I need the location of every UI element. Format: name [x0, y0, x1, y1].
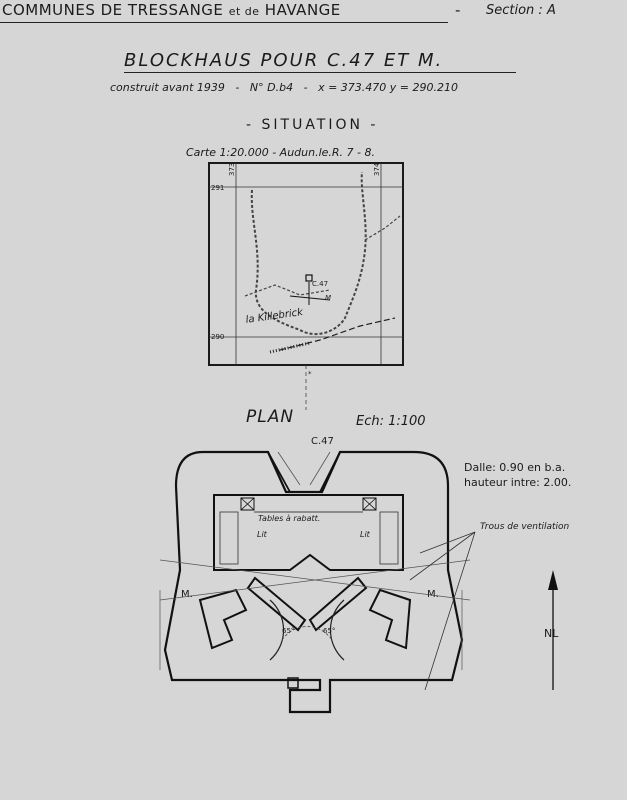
plan-c47-label: C.47 — [311, 436, 334, 447]
situation-heading: - SITUATION - — [246, 117, 379, 133]
map-c47-label: C.47 — [312, 280, 329, 288]
north-label: NL — [544, 627, 559, 640]
map-tick-290: 290 — [211, 333, 225, 341]
map-road-east — [364, 215, 401, 241]
plan-wall-diag-right — [308, 576, 368, 632]
plan-table-right — [362, 497, 377, 511]
plan-chamber-right — [368, 588, 412, 650]
map-m-label: M — [325, 294, 332, 302]
plan-inner-room — [213, 494, 404, 571]
plan-arc-left — [269, 599, 285, 661]
plan-lit-right: Lit — [360, 530, 370, 539]
plan-title: PLAN — [246, 407, 295, 427]
plan-trous-ventilation: Trous de ventilation — [480, 522, 570, 532]
plan-arc-front — [281, 626, 333, 641]
map-tick-291: 291 — [211, 184, 225, 192]
vent-leader-2 — [409, 531, 476, 581]
header-underline — [0, 22, 448, 23]
numero-text: N° D.b4 — [249, 81, 294, 94]
construit-text: construit avant 1939 — [110, 81, 225, 94]
plan-m-right: M. — [427, 589, 439, 600]
plan-scale: Ech: 1:100 — [356, 414, 426, 429]
plan-embrasure-fan-1 — [277, 451, 301, 486]
plan-wall-diag-left — [246, 576, 307, 632]
plan-m-left: M. — [181, 589, 193, 600]
plan-small-square — [287, 677, 299, 689]
map-pointer-2 — [289, 295, 331, 301]
title-underline — [124, 72, 516, 73]
plan-embrasure-fan-2 — [309, 451, 331, 486]
header-section: Section : A — [486, 3, 556, 18]
plan-outer-wall — [163, 450, 464, 714]
map-road-main — [250, 171, 367, 336]
map-rail — [269, 341, 311, 354]
plan-arc-right — [329, 599, 345, 661]
sep-2: - — [303, 81, 308, 94]
header-dash: - — [455, 1, 461, 19]
map-frame — [208, 162, 404, 366]
plan-lit-left: Lit — [257, 530, 267, 539]
plan-hauteur: hauteur intre: 2.00. — [464, 476, 572, 489]
plan-angle-right: 65° — [323, 627, 336, 635]
north-arrow-head — [548, 570, 558, 590]
map-tick-373: 373 — [228, 162, 236, 176]
plan-embrasure-left — [267, 451, 291, 493]
carte-reference: Carte 1:20.000 - Audun.le.R. 7 - 8. — [186, 146, 376, 159]
document-title: BLOCKHAUS POUR C.47 ET M. — [124, 50, 444, 71]
subtitle-line: construit avant 1939 - N° D.b4 - x = 373… — [110, 81, 458, 94]
plan-sight-2 — [159, 559, 471, 601]
plan-chamber-left — [198, 588, 248, 650]
plan-tables-label: Tables à rabatt. — [258, 514, 321, 523]
plan-angle-left: 65° — [282, 627, 295, 635]
map-road-side — [244, 284, 331, 297]
vent-leader-1 — [419, 531, 476, 554]
map-c47-marker — [305, 274, 313, 282]
axis-mark: * — [308, 370, 312, 378]
sep-1: - — [235, 81, 240, 94]
plan-bed-right — [379, 511, 399, 565]
plan-table-left — [240, 497, 255, 511]
header-communes-text: COMMUNES DE TRESSANGE — [2, 1, 224, 19]
map-boundary — [279, 317, 396, 351]
map-tick-374: 374 — [373, 162, 381, 176]
plan-embrasure-right — [319, 451, 341, 493]
header-communes: COMMUNES DE TRESSANGE et de HAVANGE — [2, 1, 341, 19]
plan-bed-left — [219, 511, 239, 565]
plan-dalle: Dalle: 0.90 en b.a. — [464, 461, 566, 474]
coords-text: x = 373.470 y = 290.210 — [318, 81, 458, 94]
header-etde: et de — [228, 5, 260, 18]
header-havange: HAVANGE — [264, 1, 341, 19]
vent-leader-3 — [424, 531, 476, 691]
